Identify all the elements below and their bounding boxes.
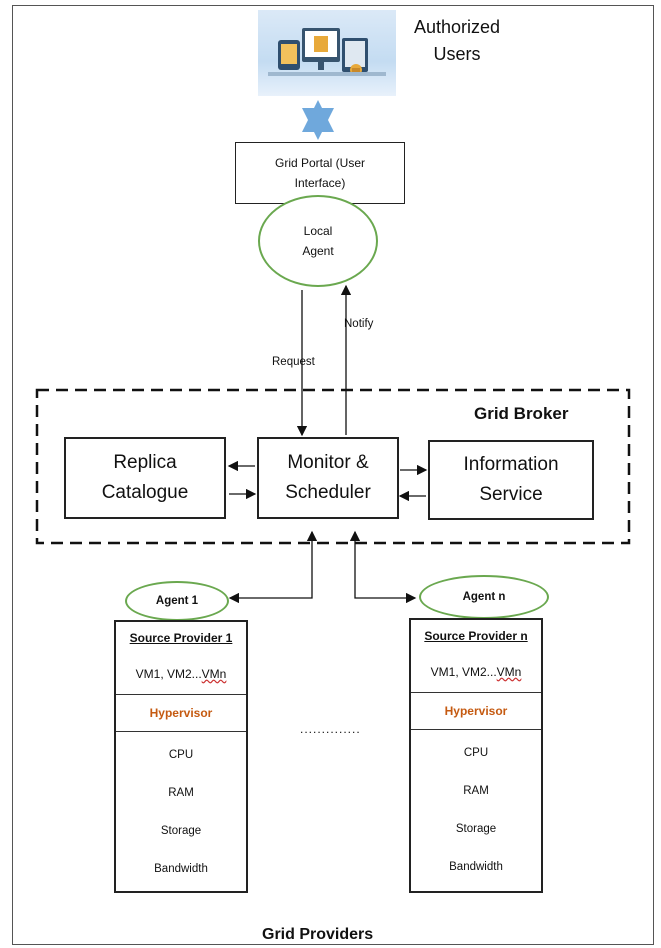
resource-cpu: CPU xyxy=(463,747,489,759)
notify-label: Notify xyxy=(344,318,374,330)
diagram-frame xyxy=(12,5,654,945)
users-illustration xyxy=(258,10,396,96)
local-agent-ellipse: Local Agent xyxy=(258,195,378,287)
source-provider-n-vms: VM1, VM2... VMn xyxy=(430,665,522,679)
source-provider-n-resources: CPU RAM Storage Bandwidth xyxy=(411,730,541,886)
resource-ram: RAM xyxy=(168,787,194,799)
resource-bandwidth: Bandwidth xyxy=(154,863,208,875)
info-line2: Service xyxy=(479,484,543,505)
local-agent-line2: Agent xyxy=(302,244,334,258)
source-provider-1-resources: CPU RAM Storage Bandwidth xyxy=(116,732,246,888)
agent1-monitor-connector xyxy=(228,530,318,604)
grid-portal-line2: Interface) xyxy=(294,176,346,190)
resource-ram: RAM xyxy=(463,785,489,797)
providers-ellipsis: .............. xyxy=(300,722,361,736)
agentn-monitor-connector xyxy=(349,530,417,604)
source-provider-1-vms: VM1, VM2... VMn xyxy=(135,667,227,681)
devices-icon xyxy=(268,28,386,76)
monitor-scheduler-box: Monitor & Scheduler xyxy=(257,437,399,519)
source-provider-n-title: Source Provider n xyxy=(424,629,528,643)
replica-line1: Replica xyxy=(113,452,177,473)
agent-n-ellipse: Agent n xyxy=(419,575,549,619)
agent-1-ellipse: Agent 1 xyxy=(125,581,229,621)
source-provider-n: Source Provider n VM1, VM2... VMn Hyperv… xyxy=(409,618,543,893)
grid-portal-box: Grid Portal (User Interface) xyxy=(235,142,405,204)
replica-catalogue-box: Replica Catalogue xyxy=(64,437,226,519)
source-provider-n-hypervisor: Hypervisor xyxy=(411,692,541,730)
resource-cpu: CPU xyxy=(168,749,194,761)
source-provider-1-title: Source Provider 1 xyxy=(129,631,233,645)
grid-providers-footer: Grid Providers xyxy=(262,926,374,943)
source-provider-1: Source Provider 1 VM1, VM2... VMn Hyperv… xyxy=(114,620,248,893)
resource-storage: Storage xyxy=(455,823,497,835)
agent-n-label: Agent n xyxy=(462,591,506,603)
grid-broker-boundary xyxy=(35,388,631,545)
replica-line2: Catalogue xyxy=(101,482,189,503)
source-provider-1-hypervisor: Hypervisor xyxy=(116,694,246,732)
agent-1-label: Agent 1 xyxy=(155,595,199,607)
local-agent-line1: Local xyxy=(303,224,333,238)
resource-storage: Storage xyxy=(160,825,202,837)
monitor-line2: Scheduler xyxy=(285,482,371,503)
information-service-box: Information Service xyxy=(428,440,594,520)
request-label: Request xyxy=(272,356,315,368)
users-label: Authorized Users xyxy=(414,17,501,64)
resource-bandwidth: Bandwidth xyxy=(449,861,503,873)
grid-broker-title: Grid Broker xyxy=(474,404,569,423)
monitor-line1: Monitor & xyxy=(287,452,369,473)
grid-portal-line1: Grid Portal (User xyxy=(274,156,366,170)
info-line1: Information xyxy=(463,454,559,475)
